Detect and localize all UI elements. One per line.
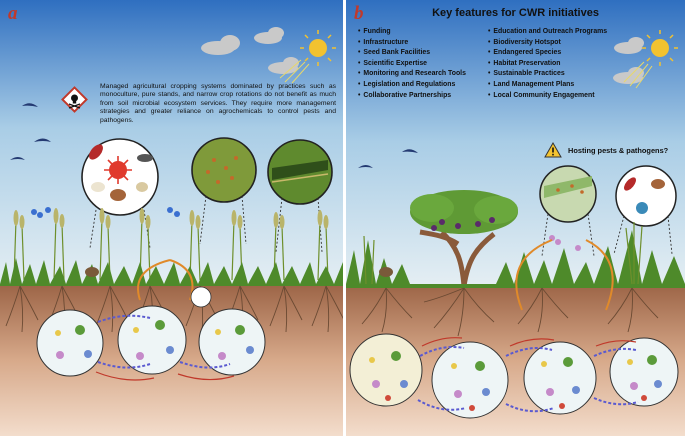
cloud <box>201 27 299 74</box>
feedback-arrows <box>421 337 637 347</box>
features-list-right: Education and Outreach Programs Biodiver… <box>488 27 607 101</box>
sky <box>0 0 343 284</box>
panel-letter-b: b <box>354 3 364 24</box>
grass-tufts <box>0 258 343 286</box>
feature-item: Monitoring and Research Tools <box>358 69 465 80</box>
hazard-icon <box>61 86 88 113</box>
panel-b: b Key features for CWR initiatives Fundi… <box>346 0 685 436</box>
wheat-heads <box>13 208 329 229</box>
bird-icon <box>358 149 418 168</box>
hedgehog <box>85 267 99 277</box>
feature-item: Education and Outreach Programs <box>488 27 607 38</box>
leaf-disease-inset <box>191 137 257 203</box>
features-title: Key features for CWR initiatives <box>432 7 599 19</box>
sun-icon <box>623 30 678 89</box>
sun-icon <box>279 30 336 84</box>
warning-text: Hosting pests & pathogens? <box>568 145 669 155</box>
pest-inset <box>539 165 677 227</box>
leaf-blight-inset <box>267 139 333 205</box>
features-list-left: Funding Infrastructure Seed Bank Facilit… <box>358 27 466 102</box>
feature-item: Funding <box>358 27 466 38</box>
bird-icon <box>10 103 51 160</box>
panel-a: a Managed agricultural cropping systems … <box>0 0 343 436</box>
microbe-exchange-arrows <box>97 314 231 369</box>
feedback-arrows <box>95 371 235 381</box>
hedgehog <box>379 267 393 277</box>
feature-item: Local Community Engagement <box>488 91 607 102</box>
pest-warning: Hosting pests & pathogens? <box>544 142 668 158</box>
warning-icon <box>544 142 562 158</box>
microbe-community <box>36 286 266 377</box>
feature-item: Endangered Species <box>488 48 607 59</box>
diverse-vegetation <box>346 230 685 288</box>
feature-item: Seed Bank Facilities <box>358 48 466 59</box>
panel-a-illustration <box>0 0 343 436</box>
feature-item: Scientific Expertise <box>358 59 466 70</box>
feature-item: Legislation and Regulations <box>358 80 466 91</box>
microbe-exchange-arrows <box>417 346 639 413</box>
flower-icon <box>31 207 180 218</box>
feature-item: Infrastructure <box>358 38 466 49</box>
panel-letter-a: a <box>8 3 18 24</box>
pest-inset <box>81 138 159 216</box>
nutrient-flow-arrows <box>515 239 614 311</box>
cropping-system-note: Managed agricultural cropping systems do… <box>100 83 336 124</box>
roots <box>361 287 659 337</box>
flower-icon <box>549 235 581 251</box>
feature-item: Collaborative Partnerships <box>358 91 466 102</box>
feature-item: Habitat Preservation <box>488 59 607 70</box>
fruit-tree <box>410 190 518 287</box>
microbe-community <box>349 333 679 419</box>
wild-grasses <box>363 222 643 285</box>
feature-item: Sustainable Practices <box>488 69 607 80</box>
feature-item: Biodiversity Hotspot <box>488 38 607 49</box>
feature-item: Land Management Plans <box>488 80 607 91</box>
